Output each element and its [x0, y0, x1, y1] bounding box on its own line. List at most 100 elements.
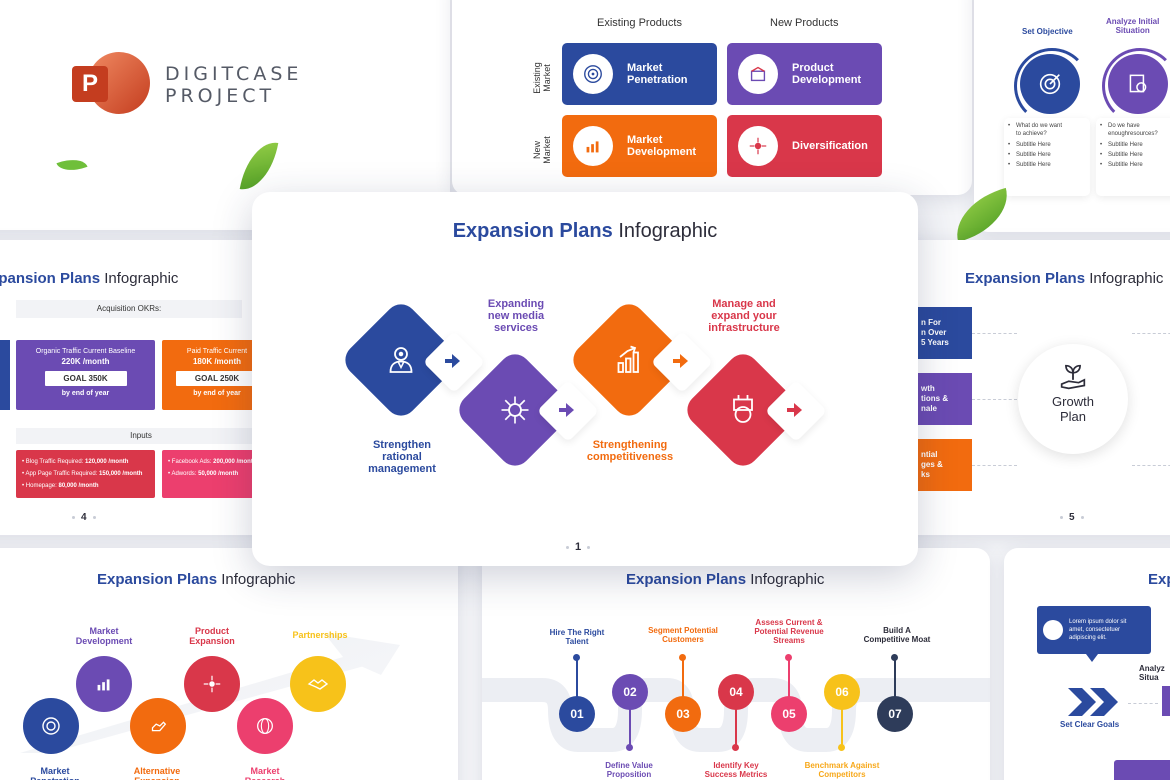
analyze-subtitle: Subtitle Here: [1096, 140, 1170, 150]
timeline-label-4: Identify Key Success Metrics: [704, 761, 768, 779]
circle-label-partnerships: Partnerships: [292, 630, 348, 640]
app-letter: P: [72, 66, 108, 102]
main-slide: Expansion Plans Infographic Strengthen r…: [252, 192, 918, 566]
gear-person-icon: [381, 340, 421, 380]
matrix-cell-label: Diversification: [792, 140, 868, 152]
matrix-cell-product-development[interactable]: Product Development: [727, 43, 882, 105]
timeline-node-04[interactable]: 04: [718, 674, 754, 710]
timeline-node-07[interactable]: 07: [877, 696, 913, 732]
box-icon: [738, 54, 778, 94]
page-number: 4: [81, 512, 87, 523]
target-icon: [573, 54, 613, 94]
matrix-col-head-new: New Products: [770, 17, 839, 29]
analyze-list: Do we have enoughresources? Subtitle Her…: [1096, 118, 1170, 196]
goals-slide-title: Exp: [1148, 571, 1170, 588]
okr-box-foot: by end of year: [193, 390, 241, 397]
objective-head: Set Objective: [1022, 27, 1073, 36]
growth-chart-icon: [609, 340, 649, 380]
inputs-box-1: • Blog Traffic Required: 120,000 /month …: [16, 450, 155, 498]
main-slide-title: Expansion Plans Infographic: [452, 220, 718, 242]
handshake-icon[interactable]: [290, 656, 346, 712]
matrix-col-head-existing: Existing Products: [597, 17, 682, 29]
main-page-indicator: 1: [566, 541, 591, 553]
circle-label-market-development: Market Development: [75, 626, 133, 646]
timeline-label-2: Define Value Proposition: [605, 761, 653, 779]
matrix-cell-label: Market Development: [627, 134, 697, 158]
growth-box-2[interactable]: wth tions & nale: [915, 373, 972, 425]
growth-center-label: Growth Plan: [1052, 394, 1094, 424]
goal-bubble: Lorem ipsum dolor sit amet, consectetuer…: [1037, 606, 1151, 654]
okr-goal: GOAL 250K: [176, 371, 258, 386]
growth-box-1[interactable]: n For n Over 5 Years: [915, 307, 972, 359]
page-number: 5: [1069, 512, 1075, 523]
timeline-node-01[interactable]: 01: [559, 696, 595, 732]
lightbulb-icon: [1043, 620, 1063, 640]
timeline-node-03[interactable]: 03: [665, 696, 701, 732]
growth-box-3[interactable]: ntial ges & ks: [915, 439, 972, 491]
input-item: • Facebook Ads: 200,000 /month: [168, 459, 257, 465]
goals-slide: Exp Lorem ipsum dolor sit amet, consecte…: [1004, 548, 1170, 780]
matrix-slide: Existing Products New Products Existing …: [452, 0, 972, 195]
okr-box-foot: by end of year: [61, 390, 110, 397]
factory-icon: [723, 390, 763, 430]
timeline-label-1: Hire The Right Talent: [549, 628, 605, 646]
network-icon: [738, 126, 778, 166]
goal-bubble-text: Lorem ipsum dolor sit amet, consectetuer…: [1069, 619, 1127, 641]
arrow-right-icon: [445, 354, 461, 373]
circles-slide-title: Expansion Plans Infographic: [97, 571, 296, 588]
analyze-head: Analyze Initial Situation: [1106, 17, 1160, 35]
globe-icon[interactable]: [237, 698, 293, 754]
analyze-subtitle: Subtitle Here: [1096, 160, 1170, 170]
analyze-question: Do we have enoughresources?: [1096, 122, 1170, 138]
okr-organic-box[interactable]: Organic Traffic Current Baseline 220K /m…: [16, 340, 155, 410]
brand-line-1: DIGITCASE: [165, 63, 303, 85]
goal-label: Set Clear Goals: [1060, 720, 1120, 729]
analysis-icon: [1108, 54, 1168, 114]
matrix-row-head-existing: Existing Market: [532, 62, 552, 94]
circle-label-alternative-expansion: Alternative Expansion: [133, 766, 181, 780]
timeline-track: [482, 670, 990, 760]
target-icon[interactable]: [23, 698, 79, 754]
objective-subtitle: Subtitle Here: [1004, 150, 1090, 160]
okr-slide-title: Expansion Plans Infographic: [0, 270, 179, 287]
matrix-cell-market-development[interactable]: Market Development: [562, 115, 717, 177]
timeline-slide: Expansion Plans Infographic Hire The Rig…: [482, 548, 990, 780]
matrix-cell-label: Market Penetration: [627, 62, 688, 86]
chart-icon[interactable]: [76, 656, 132, 712]
megaphone-icon: [495, 390, 535, 430]
powerpoint-icon: P: [70, 52, 150, 118]
input-item: • Adwords: 50,000 /month: [168, 471, 239, 477]
target-icon: [1020, 54, 1080, 114]
input-item: • App Page Traffic Required: 150,000 /mo…: [22, 471, 143, 477]
step-label-3: Strengthening competitiveness: [586, 439, 674, 463]
okr-page-indicator: 4: [72, 512, 96, 523]
okr-goal: GOAL 350K: [44, 371, 127, 386]
bottom-card: [1114, 760, 1170, 780]
hand-icon[interactable]: [130, 698, 186, 754]
growth-slide: Expansion Plans Infographic n For n Over…: [895, 240, 1170, 535]
timeline-node-06[interactable]: 06: [824, 674, 860, 710]
timeline-slide-title: Expansion Plans Infographic: [626, 571, 825, 588]
leaf-icon: [56, 153, 88, 177]
timeline-label-5: Assess Current & Potential Revenue Strea…: [754, 618, 824, 645]
matrix-cell-market-penetration[interactable]: Market Penetration: [562, 43, 717, 105]
objective-list: What do we want to achieve? Subtitle Her…: [1004, 118, 1090, 196]
plant-hand-icon: [1056, 360, 1090, 394]
timeline-node-02[interactable]: 02: [612, 674, 648, 710]
timeline-label-6: Benchmark Against Competitors: [804, 761, 880, 779]
objective-subtitle: Subtitle Here: [1004, 140, 1090, 150]
matrix-row-head-new: New Market: [532, 136, 552, 164]
okr-side-box: [0, 340, 10, 410]
network-icon[interactable]: [184, 656, 240, 712]
matrix-cell-label: Product Development: [792, 62, 862, 86]
input-item: • Blog Traffic Required: 120,000 /month: [22, 459, 129, 465]
matrix-cell-diversification[interactable]: Diversification: [727, 115, 882, 177]
brand-line-2: PROJECT: [165, 85, 276, 107]
growth-center: Growth Plan: [1018, 344, 1128, 454]
timeline-node-05[interactable]: 05: [771, 696, 807, 732]
chart-icon: [573, 126, 613, 166]
brand-slide: P DIGITCASE PROJECT: [0, 0, 450, 230]
objective-subtitle: Subtitle Here: [1004, 160, 1090, 170]
analyze-label: Analyz Situa: [1139, 664, 1165, 682]
growth-page-indicator: 5: [1060, 512, 1084, 523]
